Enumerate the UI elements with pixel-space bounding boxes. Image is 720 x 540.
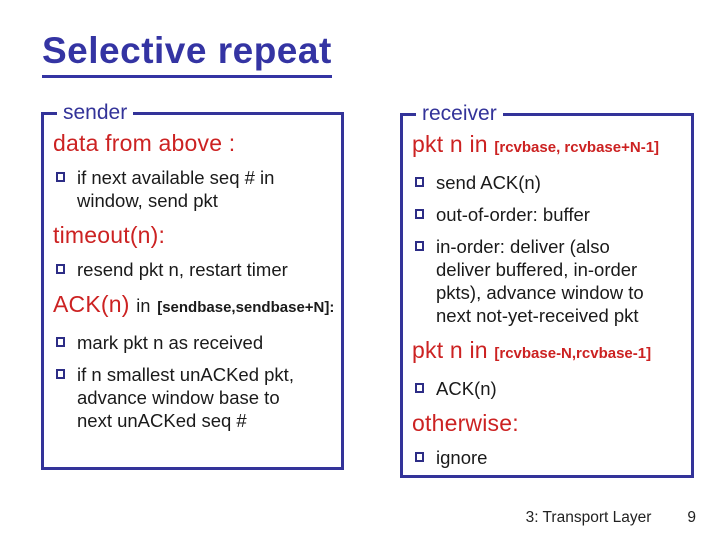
sender-box: sender data from above : if next availab… <box>41 100 344 470</box>
receiver-heading-pkt-in-window: pkt n in [rcvbase, rcvbase+N-1] <box>412 130 685 162</box>
receiver-heading-otherwise: otherwise: <box>412 410 519 436</box>
heading-range: [rcvbase-N,rcvbase-1] <box>494 345 652 362</box>
heading-range: [sendbase,sendbase+N]: <box>157 299 335 316</box>
bullet-text: mark pkt n as received <box>77 332 264 353</box>
bullet-text: ignore <box>436 447 488 468</box>
sender-heading-ack: ACK(n) in [sendbase,sendbase+N]: <box>53 290 335 322</box>
square-bullet-icon <box>415 209 424 219</box>
bullet-text: ACK(n) <box>436 378 497 399</box>
list-item: ignore <box>415 446 685 469</box>
square-bullet-icon <box>56 264 65 274</box>
footer-section-label: 3: Transport Layer <box>525 509 652 526</box>
heading-main: pkt n in <box>412 337 488 363</box>
list-item: send ACK(n) <box>415 171 685 194</box>
list-item: ACK(n) <box>415 377 685 400</box>
bullet-text: send ACK(n) <box>436 172 541 193</box>
square-bullet-icon <box>415 383 424 393</box>
heading-main: pkt n in <box>412 131 488 157</box>
bullet-text: if n smallest unACKed pkt, advance windo… <box>77 364 294 431</box>
slide-footer: 3: Transport Layer 9 <box>526 509 696 527</box>
bullet-text: in-order: deliver (also deliver buffered… <box>436 236 644 326</box>
receiver-box: receiver pkt n in [rcvbase, rcvbase+N-1]… <box>400 101 694 478</box>
square-bullet-icon <box>56 369 65 379</box>
receiver-box-label: receiver <box>416 101 503 127</box>
page-number: 9 <box>687 509 696 526</box>
square-bullet-icon <box>56 172 65 182</box>
square-bullet-icon <box>415 452 424 462</box>
square-bullet-icon <box>415 177 424 187</box>
bullet-text: resend pkt n, restart timer <box>77 259 288 280</box>
heading-main: ACK(n) <box>53 291 130 317</box>
sender-heading-data-from-above: data from above : <box>53 130 236 156</box>
bullet-text: if next available seq # in window, send … <box>77 167 275 211</box>
list-item: mark pkt n as received <box>56 331 335 354</box>
list-item: resend pkt n, restart timer <box>56 258 335 281</box>
receiver-heading-pkt-below-window: pkt n in [rcvbase-N,rcvbase-1] <box>412 336 685 368</box>
sender-heading-timeout: timeout(n): <box>53 222 166 248</box>
square-bullet-icon <box>415 241 424 251</box>
heading-mid: in <box>136 296 151 316</box>
list-item: in-order: deliver (also deliver buffered… <box>415 235 685 327</box>
list-item: if next available seq # in window, send … <box>56 166 335 212</box>
heading-range: [rcvbase, rcvbase+N-1] <box>494 139 660 156</box>
page-title: Selective repeat <box>42 30 332 78</box>
square-bullet-icon <box>56 337 65 347</box>
list-item: out-of-order: buffer <box>415 203 685 226</box>
sender-box-label: sender <box>57 100 134 126</box>
list-item: if n smallest unACKed pkt, advance windo… <box>56 363 335 432</box>
sender-box-content: data from above : if next available seq … <box>44 115 341 432</box>
receiver-box-content: pkt n in [rcvbase, rcvbase+N-1] send ACK… <box>403 116 691 469</box>
bullet-text: out-of-order: buffer <box>436 204 590 225</box>
